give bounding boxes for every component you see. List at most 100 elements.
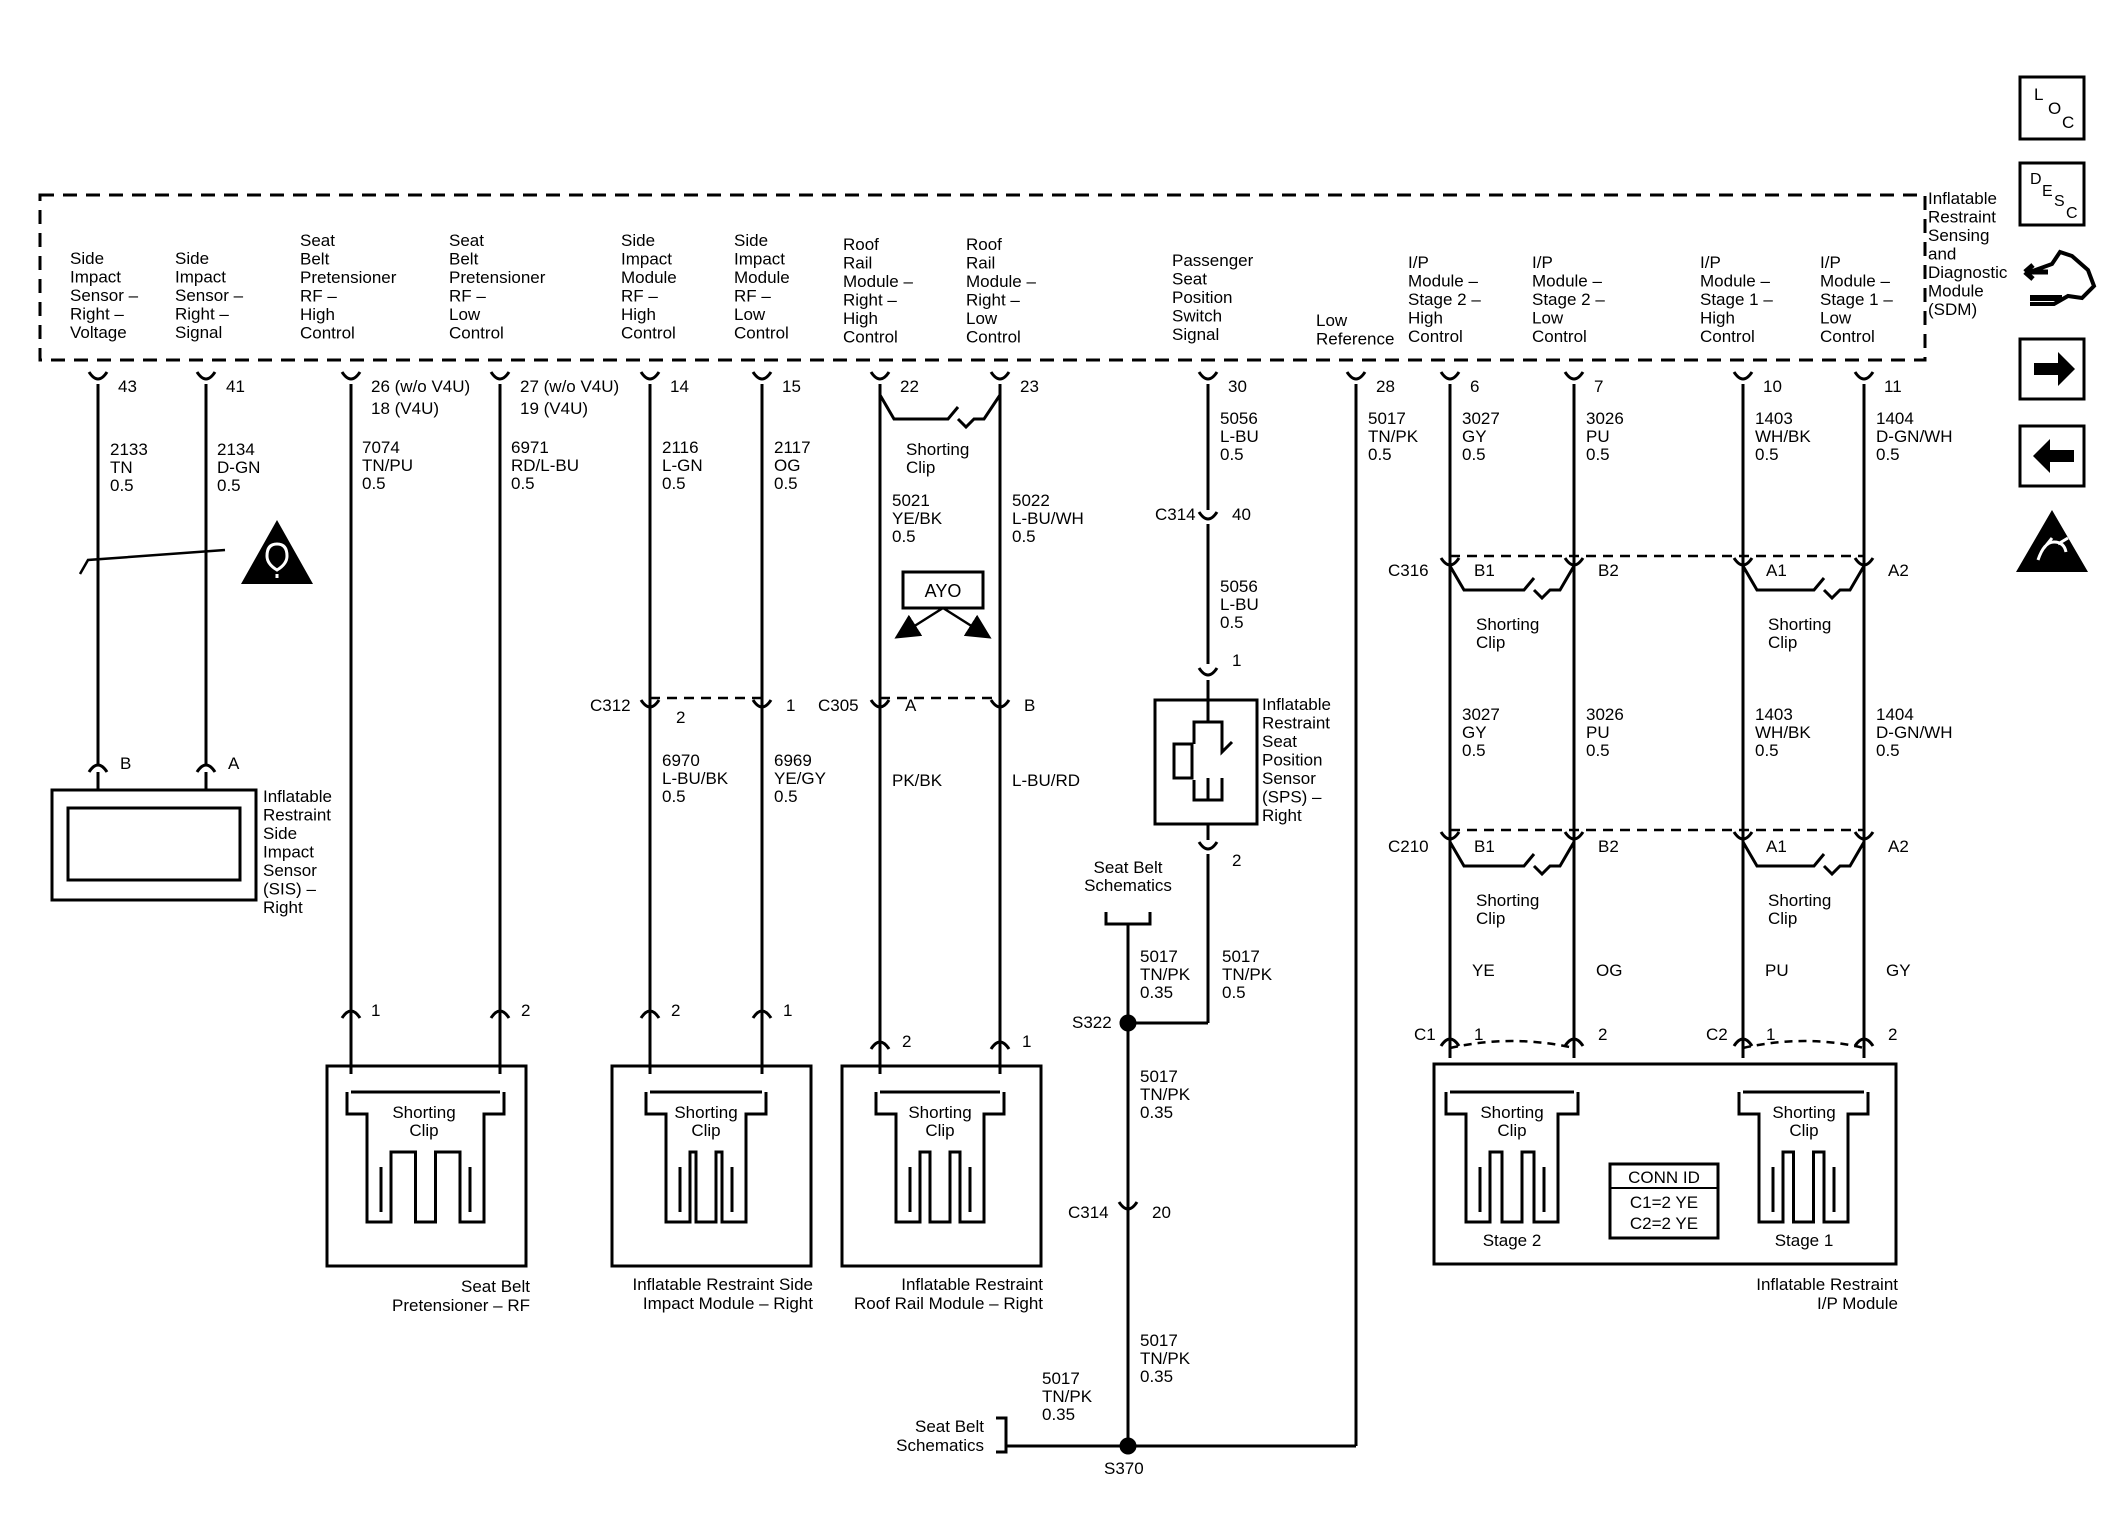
connector-tool-icon[interactable] xyxy=(2023,249,2097,306)
side-impact-label: Inflatable Restraint Side xyxy=(633,1275,814,1294)
connector-pin xyxy=(1732,557,1754,567)
connector-pin xyxy=(751,1009,773,1019)
wire-label: GY xyxy=(1462,427,1487,446)
connector-pin xyxy=(1563,831,1585,841)
ip-module-box xyxy=(1432,1062,1898,1266)
sis-label: (SIS) – xyxy=(263,880,316,899)
sdm-terminal-label: Seat xyxy=(300,231,335,250)
wire-label: 3027 xyxy=(1462,705,1500,724)
wire-label: YE/GY xyxy=(774,769,826,788)
shorting-clip-label: Shorting xyxy=(908,1103,971,1122)
seat-belt-ref-bracket xyxy=(996,1416,1008,1454)
sdm-pin xyxy=(869,371,891,381)
wire-label: TN/PK xyxy=(1140,1349,1191,1368)
roof-rail-clip xyxy=(874,1092,1006,1224)
sdm-terminal-label: Seat xyxy=(449,231,484,250)
wire-label: L-BU/WH xyxy=(1012,509,1084,528)
wire-label: 0.5 xyxy=(1220,445,1244,464)
connector-pin xyxy=(989,699,1011,709)
sps-label: (SPS) – xyxy=(1262,788,1322,807)
connector-pin-label: B2 xyxy=(1598,561,1619,580)
next-arrow-button[interactable] xyxy=(2018,337,2086,401)
esd-warning-icon[interactable] xyxy=(2016,510,2088,572)
wire-color: YE xyxy=(1472,961,1495,980)
shorting-clip-label: Shorting xyxy=(906,440,969,459)
wire-label: 5022 xyxy=(1012,491,1050,510)
wire-label: 0.5 xyxy=(1462,445,1486,464)
wire-label: 0.5 xyxy=(1012,527,1036,546)
shorting-clip-label: Shorting xyxy=(674,1103,737,1122)
wire-label: 0.5 xyxy=(1586,445,1610,464)
connector-pin xyxy=(639,1009,661,1019)
sdm-pin-number: 11 xyxy=(1884,377,1902,396)
wire-label: 0.35 xyxy=(1140,1103,1173,1122)
sdm-terminal-label: Control xyxy=(1532,327,1587,346)
desc-button[interactable]: D E S C xyxy=(2018,161,2086,227)
sdm-terminal-label: Pretensioner xyxy=(449,268,546,287)
wire-label: 1404 xyxy=(1876,705,1914,724)
sdm-terminal-label: Switch xyxy=(1172,307,1222,326)
sdm-terminal-label: Right – xyxy=(175,305,229,324)
wire-label: 5017 xyxy=(1140,1067,1178,1086)
connector-pin-label: A1 xyxy=(1766,837,1787,856)
wire-label: L-BU/BK xyxy=(662,769,729,788)
wire-label: L-BU xyxy=(1220,595,1259,614)
roof-rail-label: Roof Rail Module – Right xyxy=(854,1294,1043,1313)
sdm-module-outline xyxy=(38,193,1927,362)
wire-label: 0.5 xyxy=(217,476,241,495)
wire-label: 2133 xyxy=(110,440,148,459)
sdm-terminal-label: Side xyxy=(175,249,209,268)
sdm-terminal-label: Right – xyxy=(966,291,1020,310)
wire-label: 5017 xyxy=(1042,1369,1080,1388)
wire-color: PU xyxy=(1765,961,1789,980)
sdm-terminal-label: Stage 2 – xyxy=(1532,290,1605,309)
connector-pin xyxy=(340,1009,362,1019)
sdm-terminal-label: Belt xyxy=(300,250,330,269)
sdm-terminal-label: I/P xyxy=(1820,253,1841,272)
shorting-clip-label: Clip xyxy=(691,1121,720,1140)
sps-label: Sensor xyxy=(1262,769,1316,788)
shorting-clip-label: Clip xyxy=(1476,633,1505,652)
sis-pin-label: A xyxy=(228,754,240,773)
sdm-terminal-label: Passenger xyxy=(1172,251,1254,270)
wire-label: 3026 xyxy=(1586,705,1624,724)
sdm-pin xyxy=(340,371,362,381)
sdm-terminal-label: High xyxy=(1408,309,1443,328)
pretensioner-box xyxy=(325,1064,528,1268)
wire-label: 0.5 xyxy=(1755,741,1779,760)
sdm-terminal-label: Control xyxy=(1408,327,1463,346)
seat-belt-ref: Schematics xyxy=(896,1436,984,1455)
shorting-clip-label: Clip xyxy=(1497,1121,1526,1140)
prev-arrow-button[interactable] xyxy=(2018,424,2086,488)
sdm-pin-number: 6 xyxy=(1470,377,1479,396)
wire-label: 0.5 xyxy=(774,787,798,806)
sis-sensor-inner xyxy=(66,806,242,882)
desc-letter-4: C xyxy=(2066,205,2078,222)
sdm-terminal-label: Module – xyxy=(843,272,913,291)
sdm-terminal-label: High xyxy=(300,305,335,324)
connector-pin xyxy=(1439,1037,1461,1047)
sdm-terminal-label: Control xyxy=(621,324,676,343)
wire-label: GY xyxy=(1462,723,1487,742)
shorting-clip-c210 xyxy=(1448,841,1576,877)
sis-label: Impact xyxy=(263,843,314,862)
wire-label: 0.5 xyxy=(662,474,686,493)
connector-pin xyxy=(1439,557,1461,567)
loc-button[interactable]: L O C xyxy=(2018,75,2086,141)
pretensioner-clip xyxy=(345,1092,506,1224)
sdm-title: Diagnostic xyxy=(1928,263,2008,282)
sis-label: Restraint xyxy=(263,806,331,825)
wire-label: 0.5 xyxy=(662,787,686,806)
seat-belt-ref: Schematics xyxy=(1084,876,1172,895)
connector-pin-label: A1 xyxy=(1766,561,1787,580)
stage-label: Stage 1 xyxy=(1775,1231,1834,1250)
sdm-terminal-label: Seat xyxy=(1172,270,1207,289)
sdm-terminal-label: Side xyxy=(70,249,104,268)
wire-label: TN/PK xyxy=(1140,1085,1191,1104)
wire-label: YE/BK xyxy=(892,509,943,528)
connector-pin xyxy=(1732,831,1754,841)
shorting-clip-label: Shorting xyxy=(1768,615,1831,634)
sdm-terminal-label: Module – xyxy=(1532,272,1602,291)
shorting-clip-label: Clip xyxy=(906,458,935,477)
sps-label: Inflatable xyxy=(1262,695,1331,714)
